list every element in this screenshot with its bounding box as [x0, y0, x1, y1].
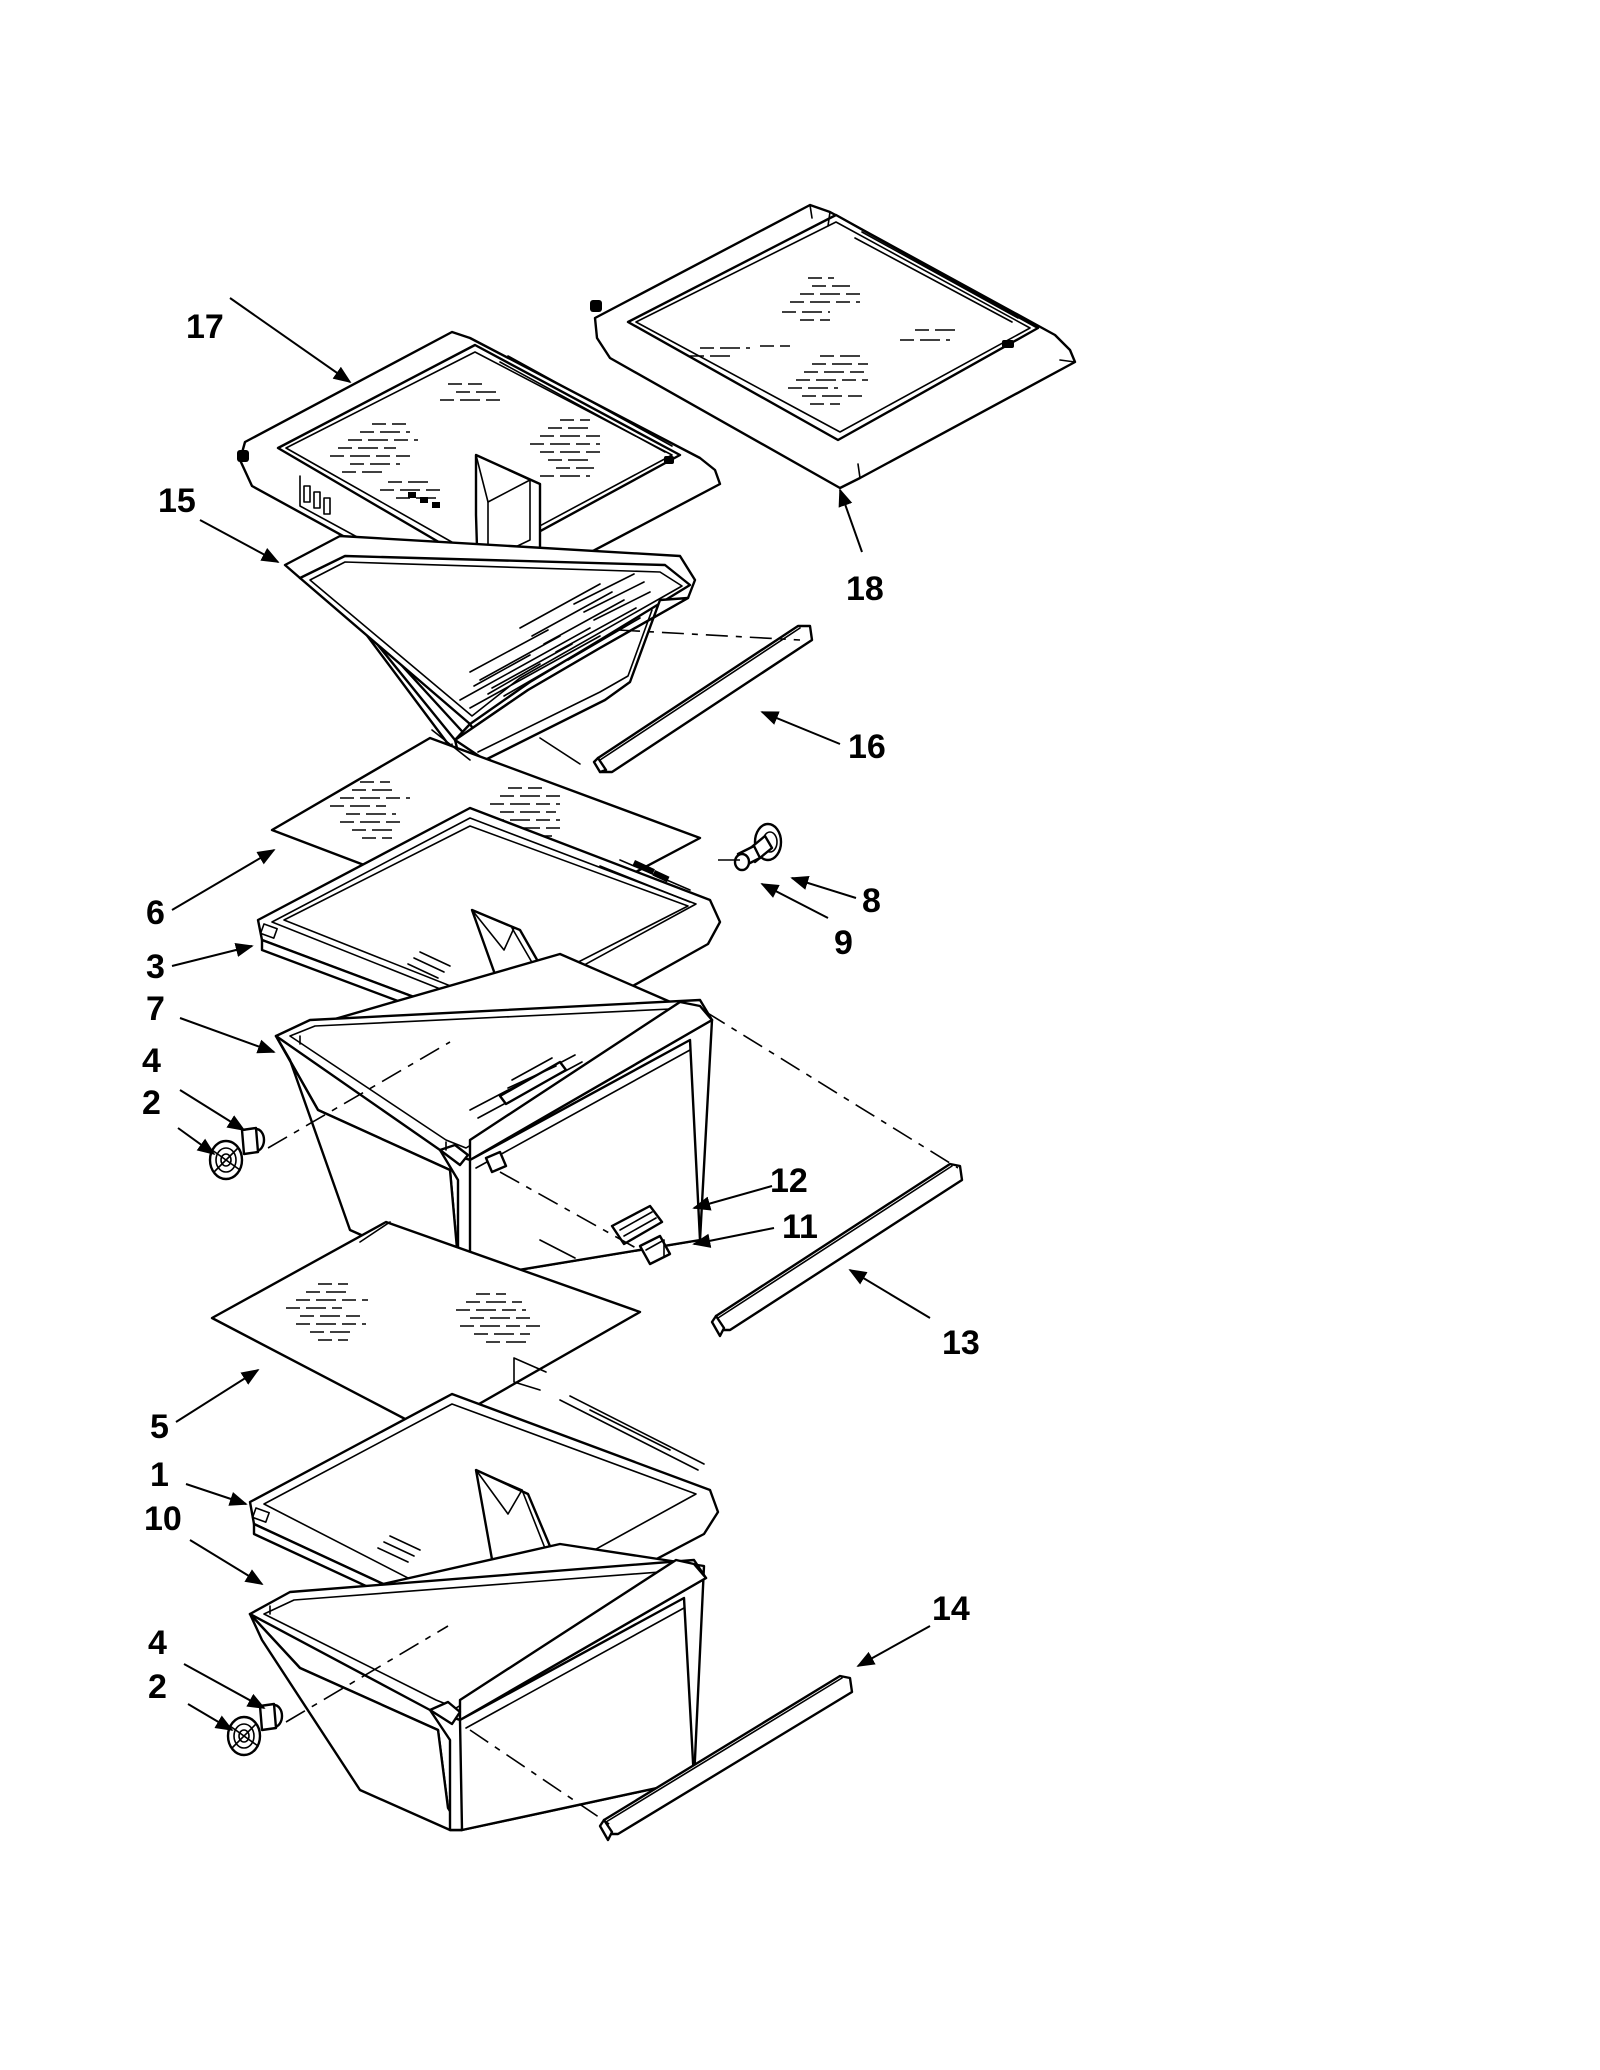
callout-13: 13 — [942, 1324, 980, 1362]
part-4-spacer-middle — [240, 1126, 266, 1156]
part-16-rail — [592, 624, 814, 774]
part-4-spacer-bottom — [258, 1702, 284, 1732]
part-9-shaft — [733, 844, 762, 872]
part-2-wheel-middle — [208, 1139, 244, 1181]
callout-8: 8 — [862, 882, 881, 920]
callout-9: 9 — [834, 924, 853, 962]
part-18-shelf — [590, 203, 1077, 490]
callout-2-middle: 2 — [142, 1084, 161, 1122]
part-13-rail — [710, 1162, 964, 1338]
callout-16: 16 — [848, 728, 886, 766]
callout-4-middle: 4 — [142, 1042, 161, 1080]
alignment-lines — [267, 629, 959, 1827]
part-15-meat-pan — [283, 534, 697, 767]
callout-5: 5 — [150, 1408, 169, 1446]
callout-3: 3 — [146, 948, 165, 986]
part-14-rail — [598, 1674, 854, 1842]
part-2-wheel-bottom — [226, 1715, 262, 1757]
callout-18: 18 — [846, 570, 884, 608]
callout-4-bottom: 4 — [148, 1624, 167, 1662]
callout-14: 14 — [932, 1590, 970, 1628]
callout-7: 7 — [146, 990, 165, 1028]
callout-15: 15 — [158, 482, 196, 520]
part-10-crisper-drawer — [248, 1542, 708, 1832]
callout-labels: 17 18 15 16 6 8 9 3 7 4 2 12 11 13 5 1 1… — [142, 308, 980, 1706]
callout-11: 11 — [782, 1208, 818, 1246]
callout-1: 1 — [150, 1456, 169, 1494]
callout-2-bottom: 2 — [148, 1668, 167, 1706]
part-12-clip — [610, 1204, 664, 1246]
callout-10: 10 — [144, 1500, 182, 1538]
part-11-bracket — [638, 1234, 672, 1266]
part-5-glass-shelf — [210, 1220, 642, 1434]
callout-17: 17 — [186, 308, 224, 346]
callout-12: 12 — [770, 1162, 808, 1200]
leader-arrows — [171, 297, 931, 1731]
callout-6: 6 — [146, 894, 165, 932]
